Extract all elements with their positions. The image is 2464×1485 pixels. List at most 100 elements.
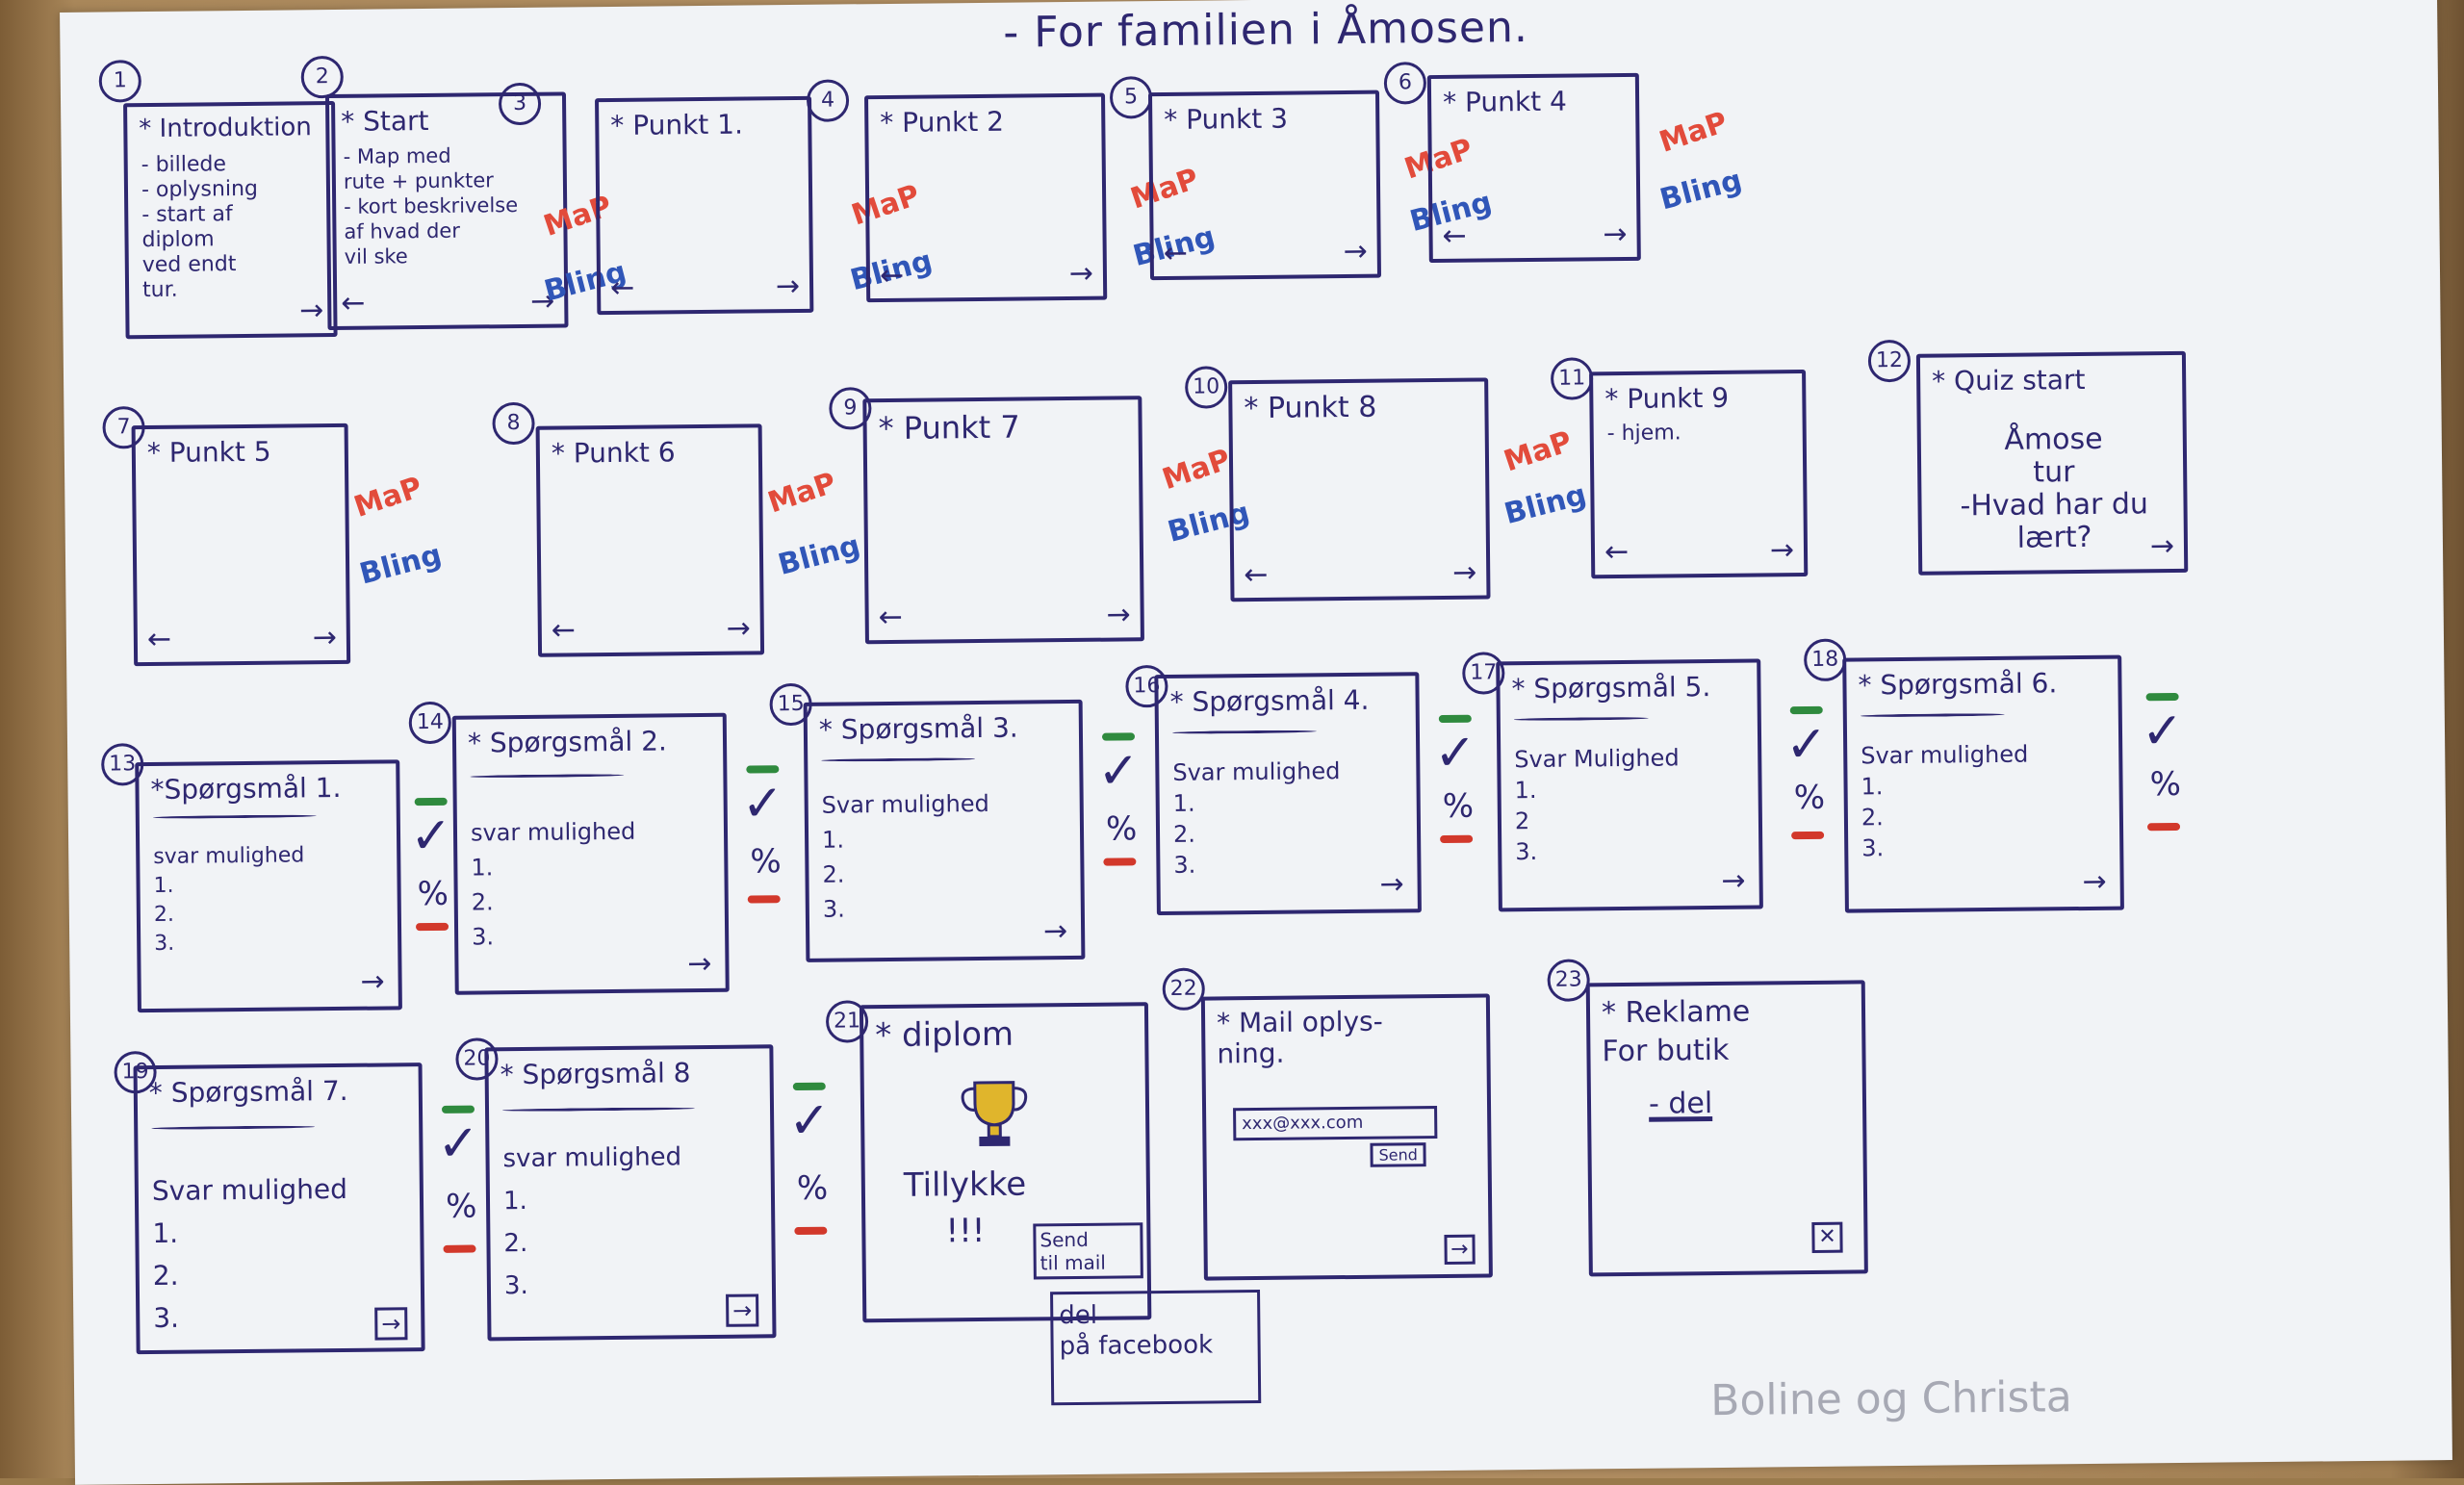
wrong-icon[interactable]: % [1105, 809, 1138, 849]
next-arrow-icon[interactable]: → [2149, 529, 2175, 564]
next-arrow-icon[interactable]: → [2082, 864, 2107, 900]
next-arrow-icon[interactable]: → [1343, 234, 1368, 269]
map-label[interactable]: MaP [1158, 443, 1235, 498]
prev-arrow-icon[interactable]: ← [1604, 534, 1630, 570]
frame-question-8: * Spørgsmål 8 svar mulighed 1. 2. 3. → [484, 1044, 777, 1342]
frame-title: * Start [341, 104, 429, 138]
next-arrow-icon[interactable]: → [1042, 914, 1068, 949]
frame-number: 12 [1867, 339, 1912, 383]
wrong-icon[interactable]: % [1793, 778, 1826, 818]
next-button-icon[interactable]: → [374, 1307, 408, 1341]
next-arrow-icon[interactable]: → [687, 946, 712, 982]
next-arrow-icon[interactable]: → [1106, 598, 1131, 632]
correct-marker [1101, 732, 1136, 741]
prev-arrow-icon[interactable]: ← [146, 622, 172, 657]
frame-number: 5 [1109, 76, 1153, 119]
scribble-line [821, 757, 976, 762]
frame-title: * Mail oplys- ning. [1216, 1005, 1383, 1070]
close-icon[interactable]: ✕ [1811, 1221, 1843, 1253]
map-label[interactable]: MaP [1500, 424, 1577, 479]
bling-label[interactable]: Bling [356, 537, 446, 592]
next-button-icon[interactable]: → [725, 1293, 759, 1327]
bling-label[interactable]: Bling [1501, 477, 1590, 532]
prev-arrow-icon[interactable]: ← [879, 258, 905, 294]
next-arrow-icon[interactable]: → [726, 611, 751, 646]
wrong-icon[interactable]: % [1442, 786, 1475, 826]
check-icon[interactable]: ✓ [437, 1114, 480, 1173]
frame-intro: * Introduktion - billede - oplysning - s… [123, 100, 338, 340]
frame-body: Svar mulighed 1. 2. 3. [151, 1172, 348, 1335]
frame-punkt-6: * Punkt 6 ← → [535, 423, 765, 657]
frame-start: * Start - Map med rute + punkter - kort … [324, 91, 569, 331]
scribble-line [1171, 730, 1317, 734]
frame-number: 10 [1184, 366, 1228, 409]
wrong-icon[interactable]: % [796, 1168, 829, 1209]
frame-question-6: * Spørgsmål 6. Svar mulighed 1. 2. 3. → [1842, 654, 2124, 913]
next-arrow-icon[interactable]: → [1451, 555, 1477, 590]
map-label[interactable]: MaP [349, 470, 427, 525]
wrong-icon[interactable]: % [445, 1187, 477, 1226]
frame-title: * Reklame For butik [1601, 994, 1751, 1069]
next-arrow-icon[interactable]: → [1721, 863, 1746, 898]
frame-mail: * Mail oplys- ning. xxx@xxx.com Send → [1200, 993, 1493, 1281]
frame-title: * Spørgsmål 7. [148, 1074, 348, 1110]
share-facebook-button[interactable]: del på facebook [1050, 1289, 1262, 1406]
frame-title: * Spørgsmål 2. [467, 725, 667, 759]
send-mail-button[interactable]: Send til mail [1033, 1222, 1143, 1280]
prev-arrow-icon[interactable]: ← [1442, 218, 1467, 253]
frame-diplom: * diplom Tillykke !!! Send til mail [859, 1002, 1152, 1323]
check-icon[interactable]: ✓ [2141, 702, 2184, 761]
next-arrow-icon[interactable]: → [1068, 256, 1094, 292]
share-link[interactable]: - del [1648, 1087, 1713, 1122]
check-icon[interactable]: ✓ [409, 807, 452, 866]
wrong-marker [1440, 834, 1474, 844]
frame-question-5: * Spørgsmål 5. Svar Mulighed 1. 2 3. → [1496, 658, 1763, 912]
email-field[interactable]: xxx@xxx.com [1233, 1106, 1438, 1141]
frame-title: *Spørgsmål 1. [150, 771, 342, 807]
frame-title: * Spørgsmål 5. [1511, 671, 1711, 705]
frame-question-7: * Spørgsmål 7. Svar mulighed 1. 2. 3. → [133, 1063, 425, 1355]
prev-arrow-icon[interactable]: ← [1244, 557, 1269, 593]
check-icon[interactable]: ✓ [1097, 742, 1141, 801]
prev-arrow-icon[interactable]: ← [341, 286, 366, 320]
send-button[interactable]: Send [1370, 1142, 1426, 1167]
trophy-icon [961, 1081, 1028, 1147]
signature: Boline og Christa [1709, 1372, 2072, 1426]
check-icon[interactable]: ✓ [1433, 724, 1477, 783]
next-button-icon[interactable]: → [1443, 1234, 1476, 1265]
scribble-line [470, 773, 625, 779]
check-icon[interactable]: ✓ [741, 775, 784, 833]
next-arrow-icon[interactable]: → [312, 620, 338, 655]
frame-body: svar mulighed 1. 2. 3. [470, 817, 636, 951]
next-arrow-icon[interactable]: → [1603, 217, 1628, 252]
prev-arrow-icon[interactable]: ← [609, 270, 635, 305]
prev-arrow-icon[interactable]: ← [551, 613, 577, 648]
wrong-icon[interactable]: % [2149, 764, 2182, 805]
frame-body: Svar mulighed 1. 2. 3. [821, 789, 989, 923]
prev-arrow-icon[interactable]: ← [878, 600, 904, 635]
prev-arrow-icon[interactable]: ← [1163, 236, 1189, 270]
wrong-icon[interactable]: % [750, 842, 782, 882]
next-arrow-icon[interactable]: → [1769, 533, 1795, 568]
wrong-icon[interactable]: % [417, 874, 449, 914]
bling-label[interactable]: Bling [1656, 163, 1746, 218]
frame-advert: * Reklame For butik - del ✕ [1585, 980, 1868, 1277]
scribble-line [502, 1107, 696, 1113]
check-icon[interactable]: ✓ [787, 1091, 832, 1151]
correct-marker [1789, 705, 1823, 715]
frame-number: 11 [1550, 357, 1594, 400]
frame-title: * Spørgsmål 8 [500, 1057, 691, 1091]
frame-quiz-start: * Quiz start Åmose tur -Hvad har du lært… [1915, 350, 2189, 576]
frame-title: * Punkt 4 [1442, 85, 1567, 118]
map-label[interactable]: MaP [763, 466, 841, 521]
frame-punkt-1: * Punkt 1. ← → [595, 95, 814, 316]
map-label[interactable]: MaP [1655, 105, 1732, 160]
next-arrow-icon[interactable]: → [775, 269, 801, 304]
next-arrow-icon[interactable]: → [1379, 867, 1404, 902]
frame-title: * Punkt 5 [146, 435, 271, 470]
wrong-marker [1791, 831, 1825, 840]
check-icon[interactable]: ✓ [1784, 715, 1829, 775]
next-arrow-icon[interactable]: → [298, 294, 324, 328]
bling-label[interactable]: Bling [774, 528, 864, 583]
next-arrow-icon[interactable]: → [360, 964, 385, 999]
